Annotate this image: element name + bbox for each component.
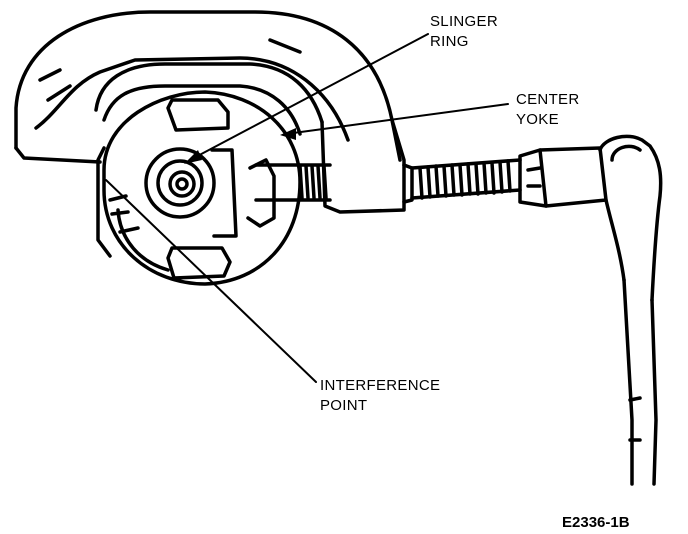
label-center-yoke-line2: YOKE: [516, 111, 559, 128]
label-center-yoke-line1: CENTER: [516, 91, 579, 108]
leader-lines: [105, 33, 509, 383]
label-interference-line1: INTERFERENCE: [320, 377, 440, 394]
callout-interference-point: INTERFERENCE POINT: [320, 377, 440, 414]
u-joint-assembly: [96, 90, 302, 286]
figure-id: E2336-1B: [562, 514, 630, 531]
leader-center-yoke: [285, 103, 509, 135]
ratchet-wrench: [518, 134, 663, 486]
press-screw: [254, 158, 522, 202]
c-clamp-frame: [14, 10, 414, 214]
leader-slinger-ring: [189, 33, 429, 161]
label-slinger-line2: RING: [430, 33, 469, 50]
leader-interference-point: [105, 179, 317, 383]
callout-slinger-ring: SLINGER RING: [430, 13, 498, 50]
arrowhead-center-yoke: [280, 128, 296, 140]
label-slinger-line1: SLINGER: [430, 13, 498, 30]
arrowhead-slinger-ring: [184, 150, 202, 164]
label-interference-line2: POINT: [320, 397, 367, 414]
callout-center-yoke: CENTER YOKE: [516, 91, 579, 128]
